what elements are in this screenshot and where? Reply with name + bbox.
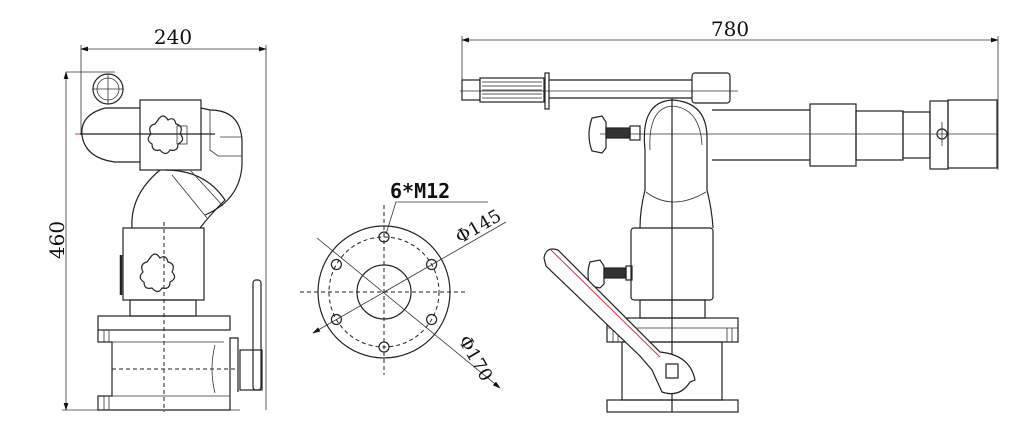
side-view: 240 460 — [45, 25, 267, 412]
front-view: 780 — [460, 17, 999, 413]
length-dimension-label: 780 — [711, 17, 749, 41]
flange-view: 6*M12 Φ145 Φ170 — [300, 179, 507, 389]
width-dimension-label: 240 — [154, 25, 192, 49]
bolt-circle-diameter-label: Φ145 — [452, 206, 505, 249]
bolt-spec-label: 6*M12 — [390, 179, 450, 203]
lever-centerline — [550, 249, 661, 358]
outer-diameter-label: Φ170 — [454, 332, 497, 385]
height-dimension-label: 460 — [45, 221, 69, 259]
